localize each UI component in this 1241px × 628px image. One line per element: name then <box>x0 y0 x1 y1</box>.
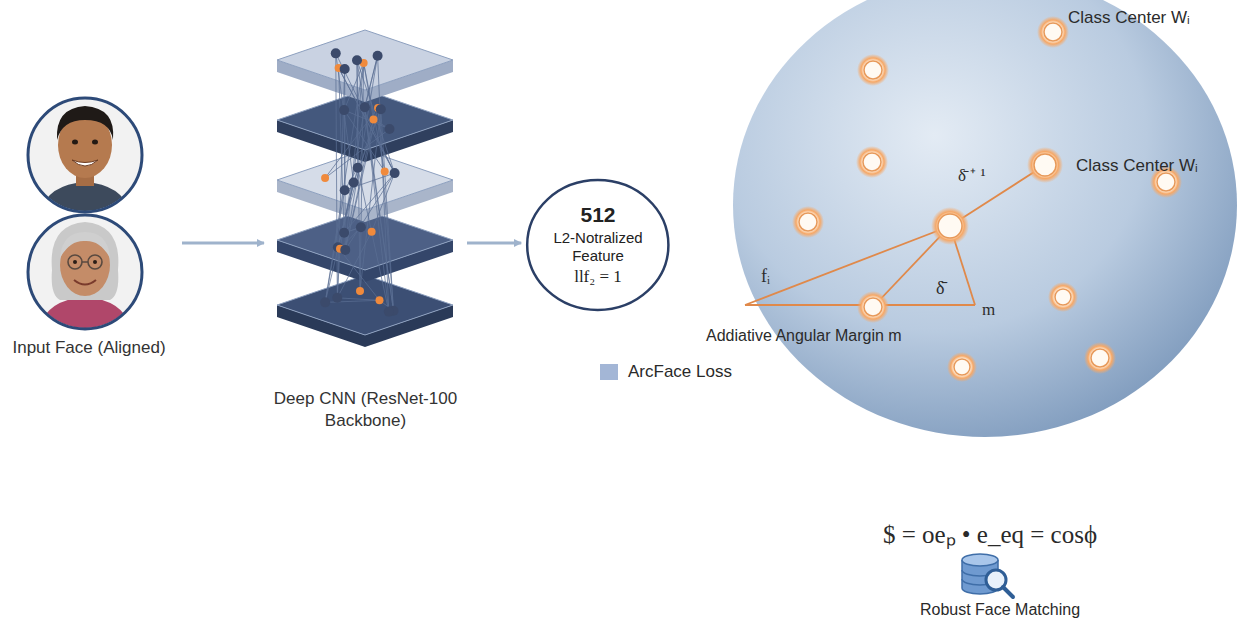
net-node <box>340 185 350 195</box>
legend-text: ArcFace Loss <box>628 362 732 382</box>
ellipse-shape <box>527 180 668 310</box>
dot-glow <box>1048 282 1078 312</box>
similarity-formula: $ = oeₚ • e_eq = cosϕ <box>883 516 1097 550</box>
dot-glow <box>792 206 824 238</box>
net-node <box>356 222 366 232</box>
net-link <box>337 69 344 298</box>
hypersphere-region: Class Center Wᵢ Class Center Wᵢ δ̄ ⁺ ¹ fᵢ δ̄… <box>733 0 1237 434</box>
net-node <box>368 228 376 236</box>
class-center-label: Class Center Wᵢ <box>1068 8 1190 28</box>
net-link <box>344 110 346 190</box>
face-elder <box>25 212 145 332</box>
net-node <box>356 287 364 295</box>
net-link <box>345 173 394 250</box>
class-center-dot <box>938 214 962 238</box>
class-center-label: Class Center Wᵢ <box>1076 156 1198 176</box>
class-center-dot <box>864 298 882 316</box>
net-node <box>321 174 329 182</box>
net-node <box>376 104 386 114</box>
flow-arrow <box>182 242 264 245</box>
net-node <box>381 167 389 175</box>
class-center-dot <box>1055 289 1071 305</box>
net-link <box>337 232 371 298</box>
class-center-dot <box>799 213 817 231</box>
class-center-dot <box>954 359 970 375</box>
net-link <box>336 53 338 297</box>
class-center-dot <box>1044 23 1062 41</box>
class-center-dot <box>1091 349 1109 367</box>
feature-label: L2-Notralized Feature <box>550 229 646 265</box>
net-link <box>378 56 389 312</box>
caption-label: Input Face (Aligned) <box>12 337 165 359</box>
caption-label: Deep CNN (ResNet-100 Backbone) <box>268 388 463 432</box>
math-symbol: m <box>982 300 995 320</box>
margin-lines <box>745 165 1045 307</box>
net-link <box>337 298 379 300</box>
flow-arrow <box>467 242 521 245</box>
class-center-dot <box>1157 173 1175 191</box>
net-node <box>320 297 330 307</box>
feature-ellipse: 512L2-Notralized Featurellf₂ = 1 <box>525 178 671 312</box>
net-node <box>373 51 383 61</box>
dot-glow <box>947 352 977 382</box>
net-node <box>340 64 350 74</box>
input-face-group: Input Face (Aligned) <box>0 95 178 359</box>
net-node <box>353 163 363 173</box>
math-symbol: fᵢ <box>761 266 770 287</box>
net-node <box>331 48 341 58</box>
net-node <box>340 245 350 255</box>
output-label: Robust Face Matching <box>920 601 1080 619</box>
net-link <box>325 108 378 178</box>
dot-glow <box>857 54 889 86</box>
class-center-dot <box>1034 154 1056 176</box>
face-frame <box>28 215 142 329</box>
net-node <box>370 115 378 123</box>
net-link <box>338 119 374 247</box>
norm-formula: llf₂ = 1 <box>574 267 622 287</box>
face-young <box>25 95 145 215</box>
hypersphere <box>733 0 1237 437</box>
dot-glow <box>1084 342 1116 374</box>
slab-top <box>277 275 453 335</box>
class-center-dot <box>864 61 882 79</box>
slab-top <box>277 30 453 90</box>
cnn-backbone: Deep CNN (ResNet-100 Backbone) <box>268 20 463 432</box>
net-node <box>339 105 349 115</box>
net-node <box>375 296 383 304</box>
net-node <box>360 102 370 112</box>
margin-label: Addiative Angular Margin m <box>706 327 902 345</box>
database-icon <box>962 554 1013 597</box>
net-link <box>325 190 345 302</box>
net-link <box>338 247 380 300</box>
legend-swatch <box>600 364 618 380</box>
legend-entry: ArcFace Loss <box>600 362 732 382</box>
class-center-dot <box>863 153 881 171</box>
dot-glow <box>931 207 969 245</box>
math-symbol: δ̄ ⁺ ¹ <box>958 163 986 186</box>
net-node <box>352 55 362 65</box>
dot-glow <box>856 146 888 178</box>
dot-glow <box>857 291 889 323</box>
dot-glow <box>1027 147 1063 183</box>
net-node <box>390 168 400 178</box>
net-link <box>378 108 393 311</box>
dimension-number: 512 <box>580 202 615 227</box>
cnn-illustration <box>277 30 453 347</box>
net-node <box>339 228 349 238</box>
dot-glow <box>1037 16 1069 48</box>
face-frame <box>28 98 142 212</box>
net-link <box>360 63 364 291</box>
net-node <box>384 307 394 317</box>
math-symbol: δ̄ <box>936 278 944 299</box>
net-node <box>349 177 359 187</box>
net-node <box>332 293 342 303</box>
net-link <box>357 60 360 291</box>
net-link <box>357 60 393 310</box>
net-node <box>385 124 395 134</box>
